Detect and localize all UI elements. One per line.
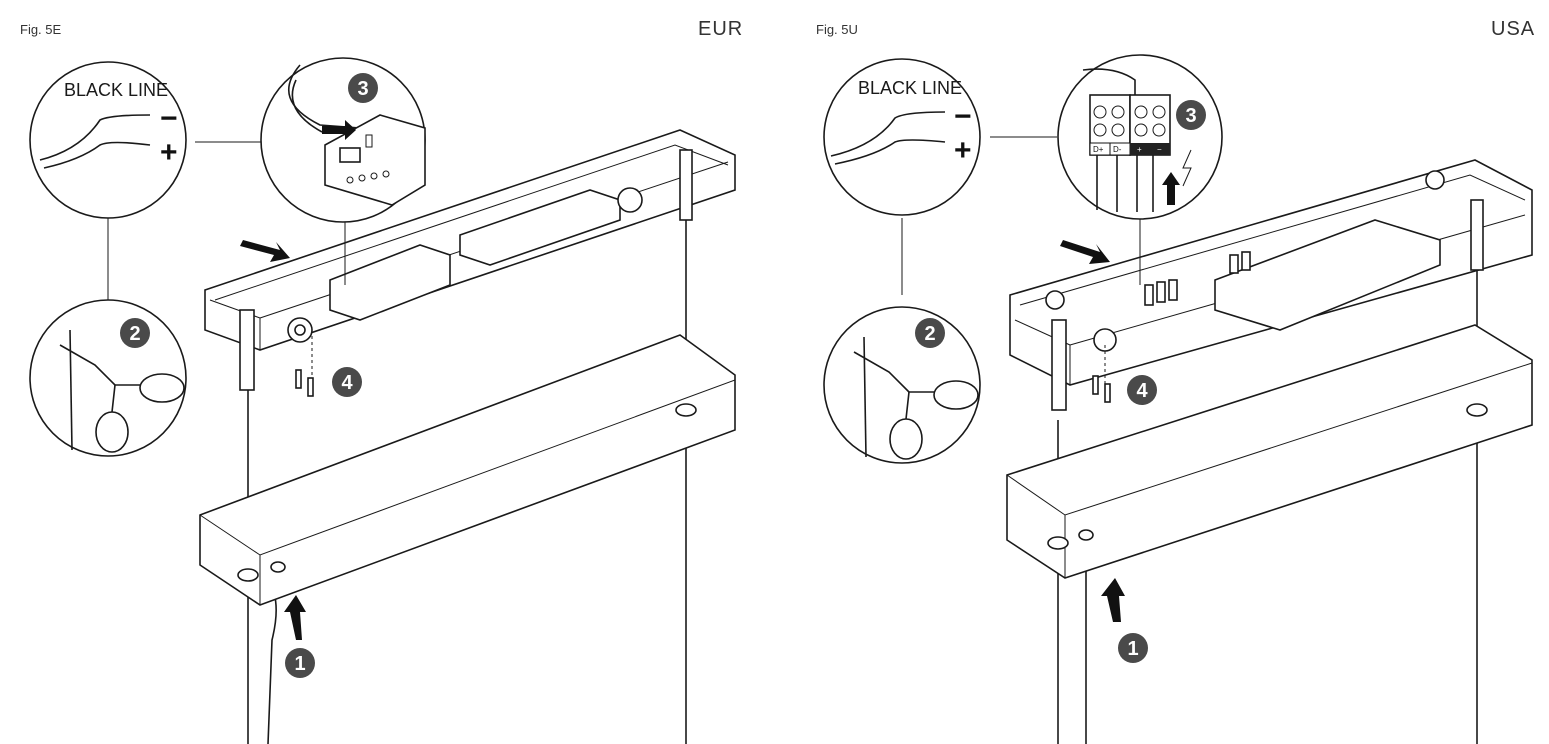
- detail-black-line: BLACK LINE − +: [823, 58, 981, 216]
- plus-sign: +: [954, 134, 972, 167]
- plus-sign: +: [160, 136, 178, 169]
- detail-terminal: [260, 57, 426, 223]
- svg-text:4: 4: [1136, 380, 1148, 402]
- step-badge-3: [1176, 100, 1206, 130]
- svg-text:D-: D-: [1113, 145, 1122, 154]
- detail-terminal-block: D+ D- + −: [1057, 54, 1223, 220]
- canopy: [1009, 159, 1533, 386]
- panel-eur: Fig. 5E EUR: [0, 0, 774, 744]
- step-badge-4: [332, 367, 362, 397]
- up-arrow: [1101, 578, 1125, 622]
- luminaire-body: [1006, 324, 1533, 579]
- luminaire-body: [199, 334, 736, 606]
- step-badge-2: [915, 318, 945, 348]
- installation-diagram-usa: BLACK LINE − +: [823, 54, 1533, 744]
- svg-text:3: 3: [357, 78, 368, 100]
- step-badge-2: [120, 318, 150, 348]
- svg-text:3: 3: [1185, 105, 1196, 127]
- figure-label: Fig. 5U: [816, 22, 858, 37]
- svg-text:2: 2: [924, 323, 935, 345]
- svg-text:4: 4: [341, 372, 353, 394]
- panel-usa: Fig. 5U USA: [775, 0, 1549, 744]
- minus-sign: −: [160, 102, 178, 135]
- step-badge-1: [1118, 633, 1148, 663]
- insert-arrow: [1060, 240, 1110, 264]
- up-arrow: [284, 595, 306, 640]
- svg-text:1: 1: [294, 653, 305, 675]
- detail-wire-cutter: [29, 299, 187, 457]
- svg-text:2: 2: [129, 323, 140, 345]
- minus-sign: −: [954, 100, 972, 133]
- canopy: [204, 129, 736, 351]
- black-line-label: BLACK LINE: [858, 78, 962, 98]
- step-badge-4: [1127, 375, 1157, 405]
- region-label: USA: [1491, 18, 1536, 40]
- svg-text:D+: D+: [1093, 145, 1104, 154]
- power-bolt-icon: [1182, 149, 1192, 187]
- step-badge-1: [285, 648, 315, 678]
- svg-text:−: −: [1157, 145, 1162, 154]
- detail-wire-cutter: [823, 306, 981, 464]
- step-badge-3: [348, 73, 378, 103]
- installation-diagram-eur: BLACK LINE − + 1: [29, 57, 736, 744]
- region-label: EUR: [698, 18, 744, 40]
- svg-text:+: +: [1137, 145, 1142, 154]
- svg-text:1: 1: [1127, 638, 1138, 660]
- insert-arrow: [240, 240, 290, 262]
- black-line-label: BLACK LINE: [64, 80, 168, 100]
- detail-black-line: BLACK LINE − +: [29, 61, 187, 219]
- figure-label: Fig. 5E: [20, 22, 62, 37]
